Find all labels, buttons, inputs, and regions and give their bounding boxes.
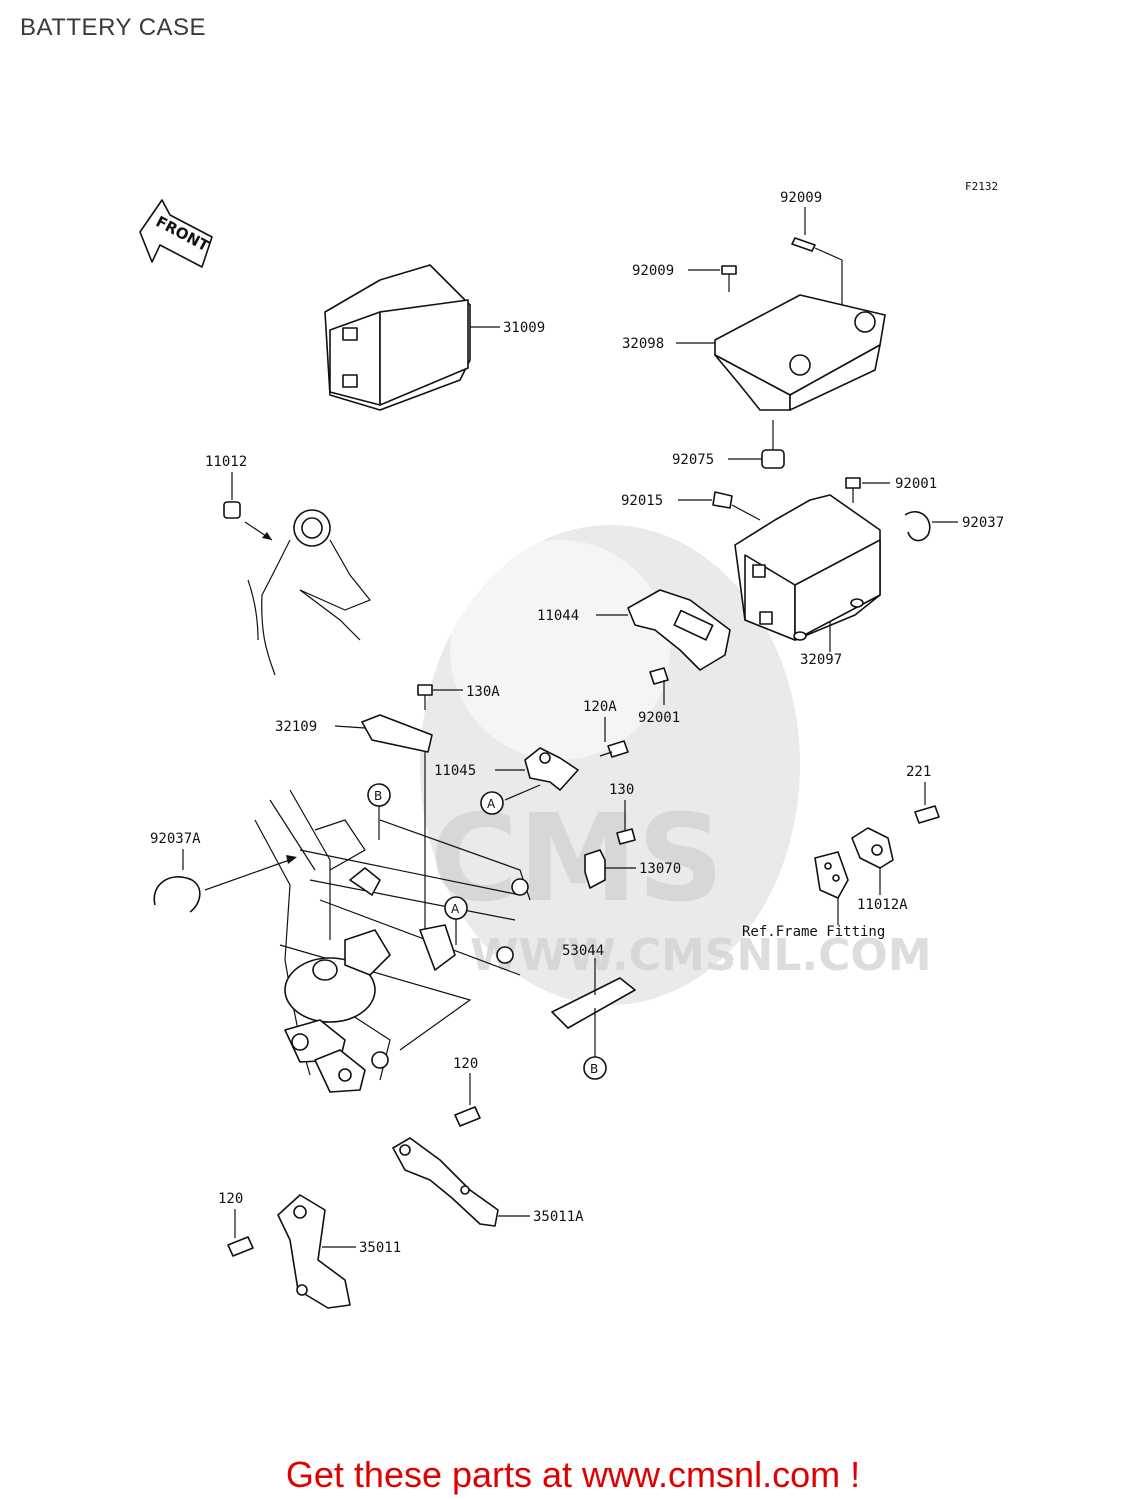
front-arrow-icon: FRONT bbox=[139, 199, 213, 268]
label-120-a: 120 bbox=[453, 1056, 478, 1072]
label-11045: 11045 bbox=[434, 763, 476, 779]
label-92015: 92015 bbox=[621, 493, 663, 509]
watermark-brand: CMS bbox=[430, 790, 724, 929]
label-221: 221 bbox=[906, 764, 931, 780]
callout-a-1: A bbox=[487, 797, 496, 811]
label-35011A: 35011A bbox=[533, 1209, 584, 1225]
frame-fitting-11012A bbox=[814, 827, 894, 899]
battery-cover-32098 bbox=[714, 294, 886, 411]
bracket-35011A bbox=[392, 1137, 499, 1227]
note-ref-frame-fitting: Ref.Frame Fitting bbox=[742, 924, 885, 940]
frame-head-detail bbox=[247, 509, 371, 676]
label-130A: 130A bbox=[466, 684, 500, 700]
watermark-url: WWW.CMSNL.COM bbox=[470, 930, 932, 981]
label-92009-b: 92009 bbox=[632, 263, 674, 279]
callout-a-2: A bbox=[451, 902, 460, 916]
label-92037A: 92037A bbox=[150, 831, 201, 847]
label-31009: 31009 bbox=[503, 320, 545, 336]
battery-case-31009 bbox=[324, 264, 471, 411]
callout-b-2: B bbox=[590, 1062, 598, 1076]
label-92001-a: 92001 bbox=[895, 476, 937, 492]
label-92009-a: 92009 bbox=[780, 190, 822, 206]
label-32097: 32097 bbox=[800, 652, 842, 668]
frame-assembly bbox=[254, 789, 531, 1093]
label-120A: 120A bbox=[583, 699, 617, 715]
parts-diagram: CMS WWW.CMSNL.COM F2132 FRONT 31009 9200… bbox=[139, 180, 1004, 1309]
figure-code: F2132 bbox=[965, 180, 998, 193]
page-title: BATTERY CASE bbox=[20, 14, 207, 41]
bracket-11044 bbox=[627, 589, 731, 671]
label-32109: 32109 bbox=[275, 719, 317, 735]
label-11044: 11044 bbox=[537, 608, 579, 624]
shop-link[interactable]: Get these parts at www.cmsnl.com ! bbox=[285, 1454, 861, 1495]
label-53044: 53044 bbox=[562, 943, 604, 959]
label-35011: 35011 bbox=[359, 1240, 401, 1256]
battery-case-32097 bbox=[734, 494, 881, 641]
label-92001-b: 92001 bbox=[638, 710, 680, 726]
bracket-11045 bbox=[524, 747, 579, 791]
label-32098: 32098 bbox=[622, 336, 664, 352]
label-13070: 13070 bbox=[639, 861, 681, 877]
label-120-b: 120 bbox=[218, 1191, 243, 1207]
label-11012: 11012 bbox=[205, 454, 247, 470]
callout-b-1: B bbox=[374, 789, 382, 803]
bracket-35011 bbox=[277, 1194, 351, 1309]
label-92075: 92075 bbox=[672, 452, 714, 468]
label-92037: 92037 bbox=[962, 515, 1004, 531]
label-11012A: 11012A bbox=[857, 897, 908, 913]
label-130: 130 bbox=[609, 782, 634, 798]
